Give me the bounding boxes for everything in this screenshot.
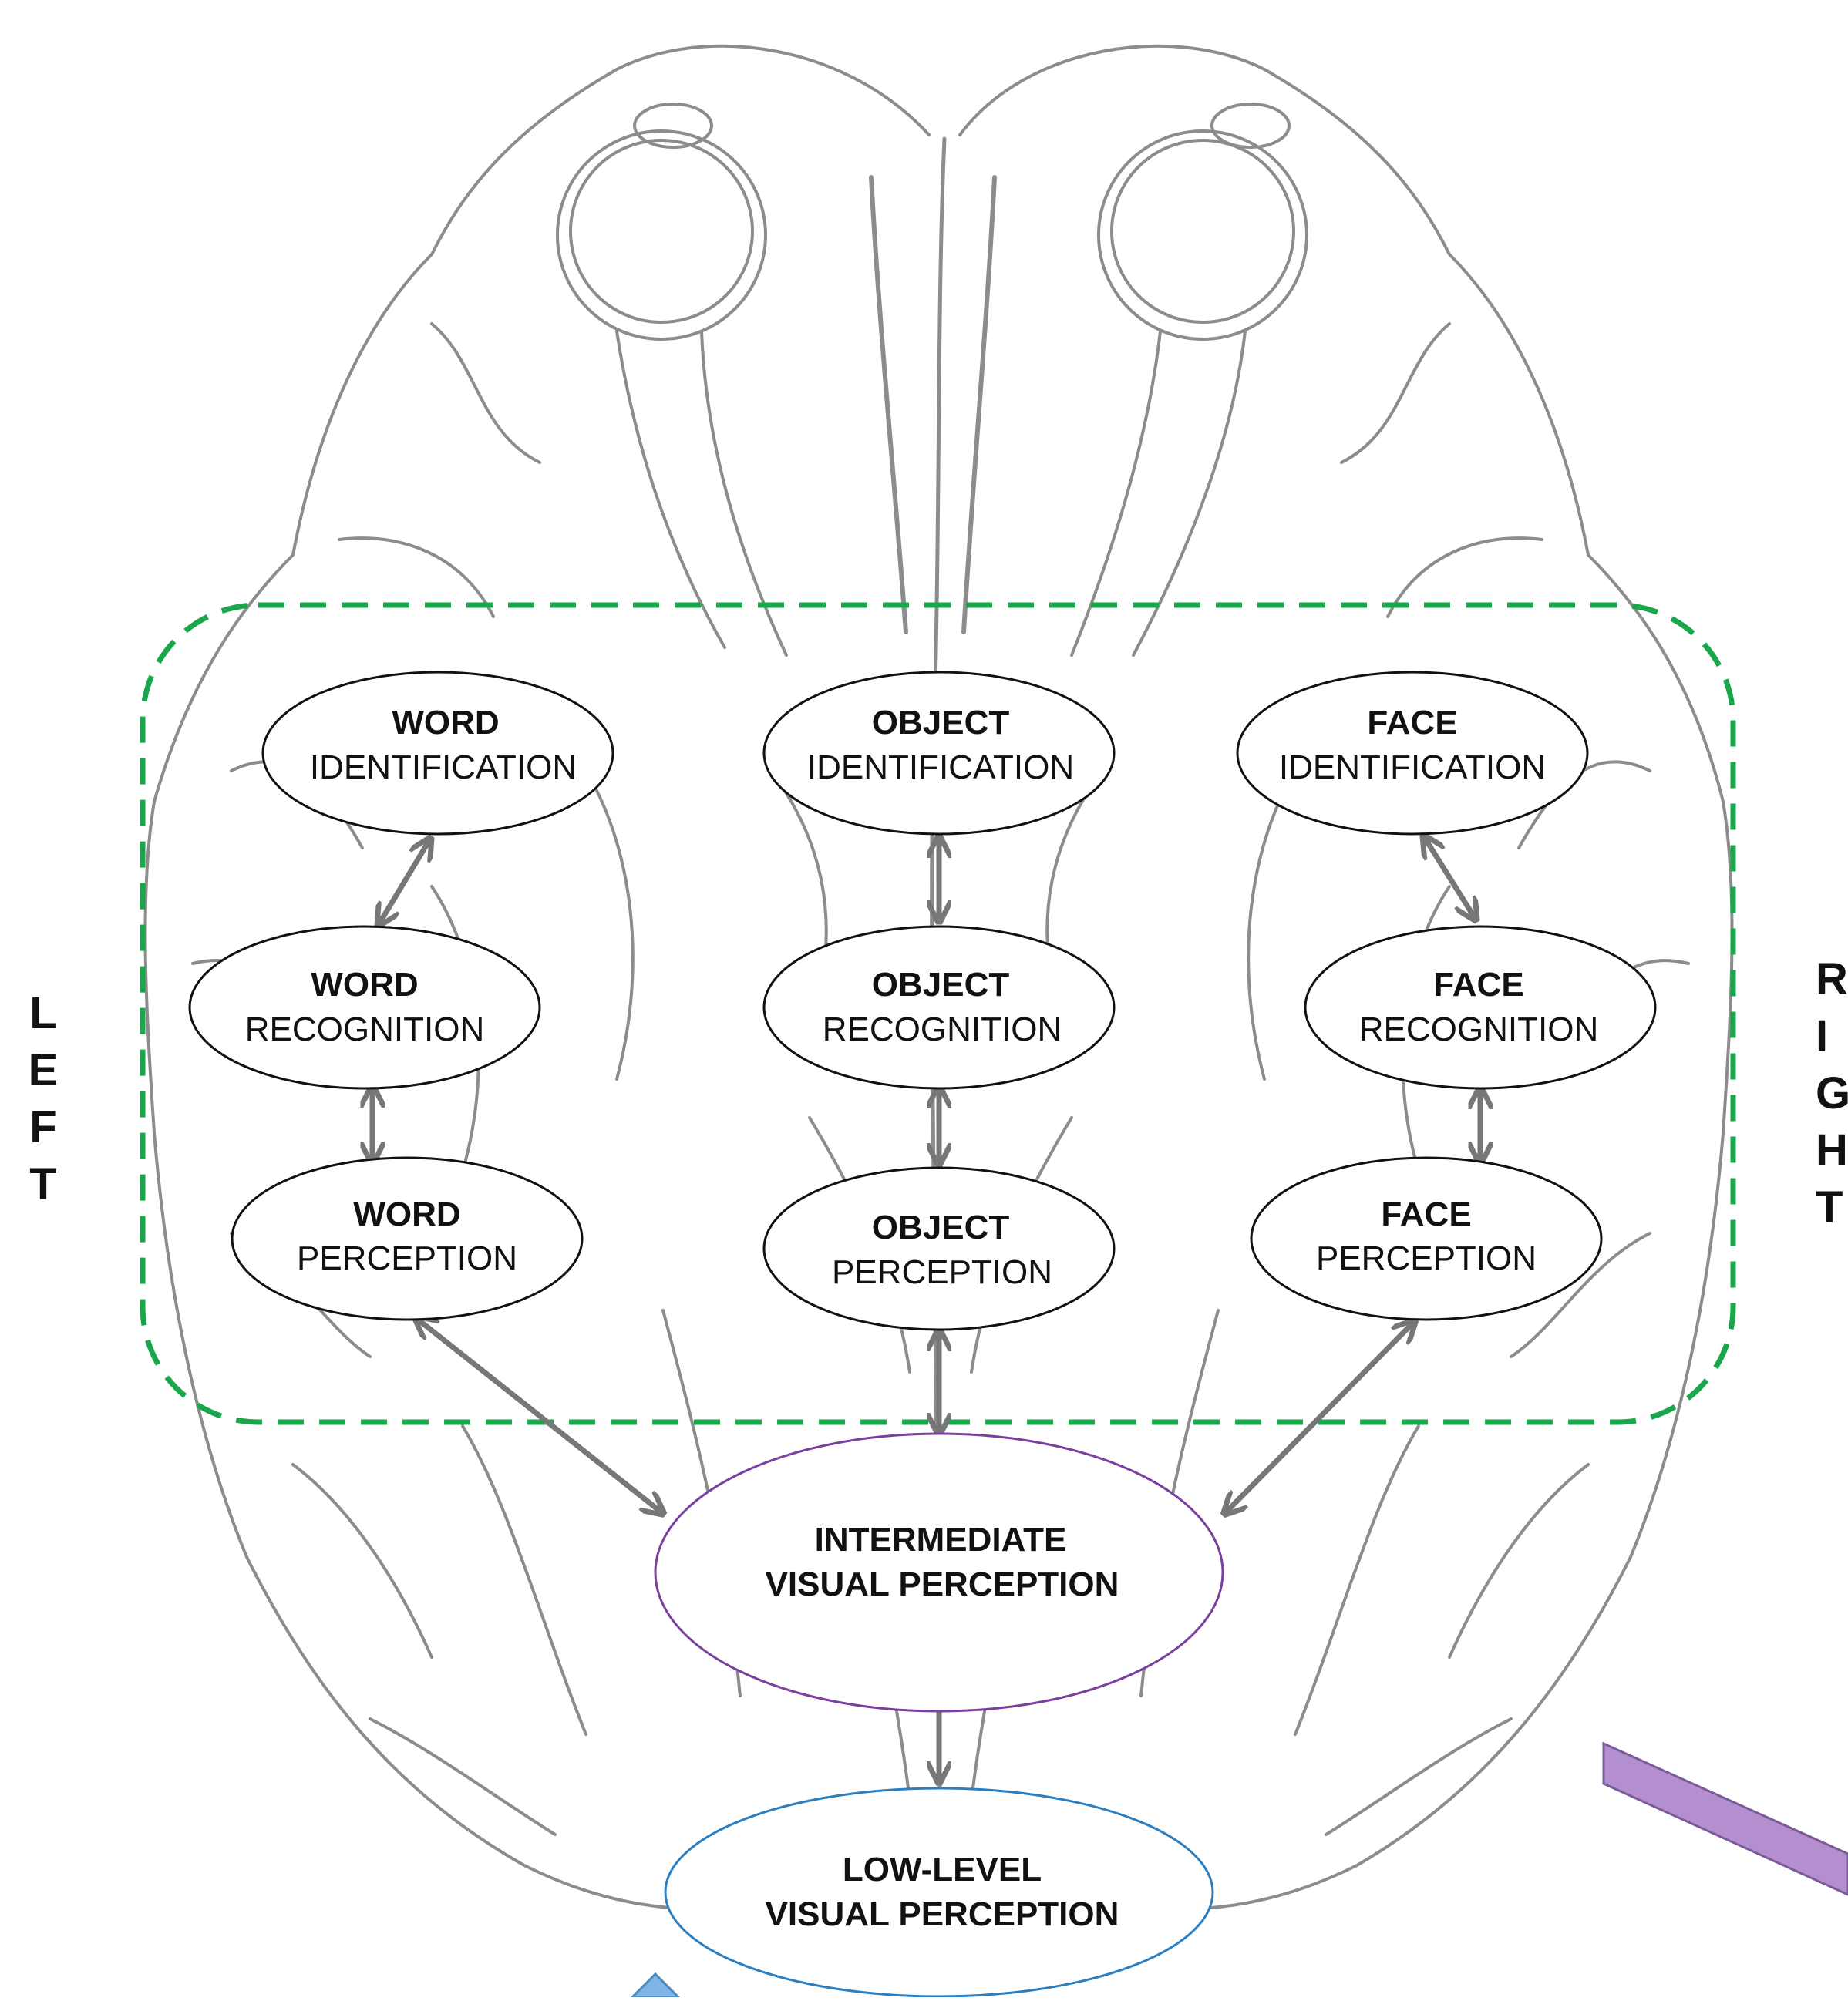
object-perception-node [764, 1168, 1114, 1330]
left-letter: F [29, 1102, 56, 1152]
face-identification-subtitle: IDENTIFICATION [1279, 748, 1546, 786]
low-level-node [665, 1788, 1213, 1996]
purple-bar [1604, 1744, 1848, 1895]
low-level-line2: VISUAL PERCEPTION [766, 1895, 1119, 1933]
face-recognition-title: FACE [1433, 966, 1523, 1004]
intermediate-line2: VISUAL PERCEPTION [766, 1565, 1119, 1603]
face-recognition-subtitle: RECOGNITION [1359, 1011, 1598, 1048]
word-identification-subtitle: IDENTIFICATION [310, 748, 577, 786]
object-perception-subtitle: PERCEPTION [832, 1253, 1052, 1291]
arrow-face-id-rec [1425, 838, 1475, 918]
right-letter: R [1816, 954, 1848, 1004]
arrow-word-id-rec [379, 840, 429, 923]
object-perception-title: OBJECT [872, 1209, 1010, 1246]
right-letter: I [1816, 1011, 1828, 1061]
intermediate-line1: INTERMEDIATE [815, 1521, 1067, 1559]
face-recognition-node [1305, 927, 1655, 1088]
right-letter: T [1816, 1182, 1843, 1233]
object-recognition-node [764, 927, 1114, 1088]
word-identification-title: WORD [392, 704, 499, 742]
word-recognition-title: WORD [311, 966, 418, 1004]
arrow-word-perc-intermediate [417, 1319, 661, 1512]
object-identification-title: OBJECT [872, 704, 1010, 742]
right-label: R I G H T [1816, 954, 1848, 1233]
word-perception-subtitle: PERCEPTION [297, 1239, 517, 1277]
blue-shape [632, 1974, 678, 1997]
left-letter: E [29, 1045, 59, 1095]
word-recognition-subtitle: RECOGNITION [245, 1011, 484, 1048]
face-identification-title: FACE [1367, 704, 1457, 742]
right-letter: G [1816, 1068, 1848, 1118]
left-letter: L [29, 988, 56, 1038]
low-level-line1: LOW-LEVEL [843, 1851, 1042, 1888]
face-perception-title: FACE [1381, 1196, 1471, 1233]
word-recognition-node [190, 927, 540, 1088]
object-recognition-title: OBJECT [872, 966, 1010, 1004]
left-label: L E F T [29, 988, 59, 1209]
face-perception-node [1251, 1158, 1601, 1320]
word-perception-node [232, 1158, 582, 1320]
object-recognition-subtitle: RECOGNITION [823, 1011, 1062, 1048]
arrow-face-perc-intermediate [1226, 1323, 1413, 1512]
word-perception-title: WORD [353, 1196, 460, 1233]
left-letter: T [29, 1159, 56, 1209]
right-letter: H [1816, 1125, 1848, 1175]
object-identification-subtitle: IDENTIFICATION [807, 748, 1074, 786]
face-perception-subtitle: PERCEPTION [1316, 1239, 1537, 1277]
